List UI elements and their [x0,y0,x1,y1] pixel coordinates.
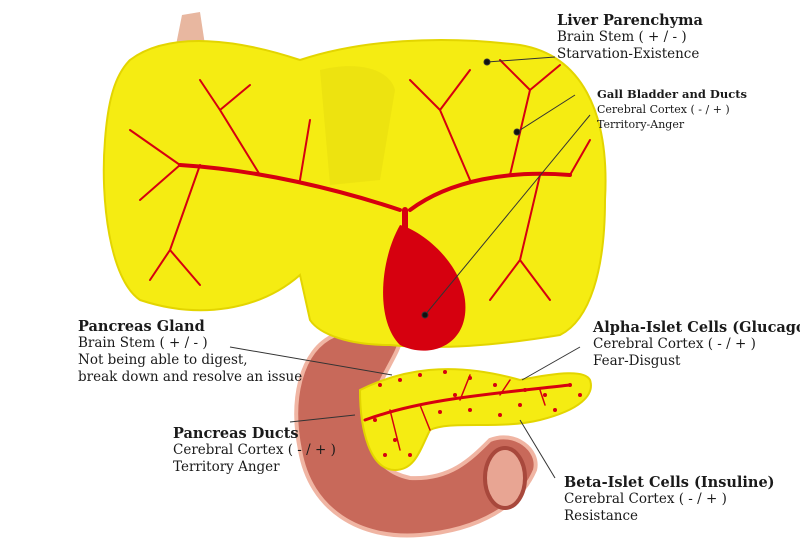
label-line: Starvation-Existence [557,46,700,62]
label-line: Cerebral Cortex ( - / + ) [597,103,730,116]
label-line: Territory-Anger [597,118,685,131]
label-pancreas-ducts: Pancreas Ducts Cerebral Cortex ( - / + )… [173,425,336,476]
label-line: Territory Anger [173,459,280,475]
label-liver-parenchyma: Liver Parenchyma Brain Stem ( + / - ) St… [557,12,703,63]
label-line: Not being able to digest, [78,352,248,368]
label-title: Beta-Islet Cells (Insuline) [564,474,775,491]
pancreas [358,368,592,472]
label-pancreas-gland: Pancreas Gland Brain Stem ( + / - ) Not … [78,318,302,386]
label-title: Pancreas Ducts [173,425,299,442]
label-title: Gall Bladder and Ducts [597,87,747,101]
duodenum-opening [483,446,527,510]
label-title: Alpha-Islet Cells (Glucagon) [593,319,800,336]
bile-ducts [129,59,591,451]
label-line: Resistance [564,508,639,524]
label-line: Brain Stem ( + / - ) [78,335,208,351]
label-line: Brain Stem ( + / - ) [557,29,687,45]
label-alpha-islet: Alpha-Islet Cells (Glucagon) Cerebral Co… [593,319,800,370]
label-line: Cerebral Cortex ( - / + ) [173,442,336,458]
label-title: Liver Parenchyma [557,12,703,29]
label-line: Cerebral Cortex ( - / + ) [593,336,756,352]
label-line: Cerebral Cortex ( - / + ) [564,491,727,507]
label-beta-islet: Beta-Islet Cells (Insuline) Cerebral Cor… [564,474,775,525]
label-line: break down and resolve an issue [78,369,303,385]
gall-bladder [383,225,466,351]
label-line: Fear-Disgust [593,353,681,369]
label-title: Pancreas Gland [78,318,205,335]
liver [102,39,607,348]
liver-lobe-shading [320,66,395,185]
label-gall-bladder: Gall Bladder and Ducts Cerebral Cortex (… [597,87,747,132]
leader-lines [229,56,591,479]
